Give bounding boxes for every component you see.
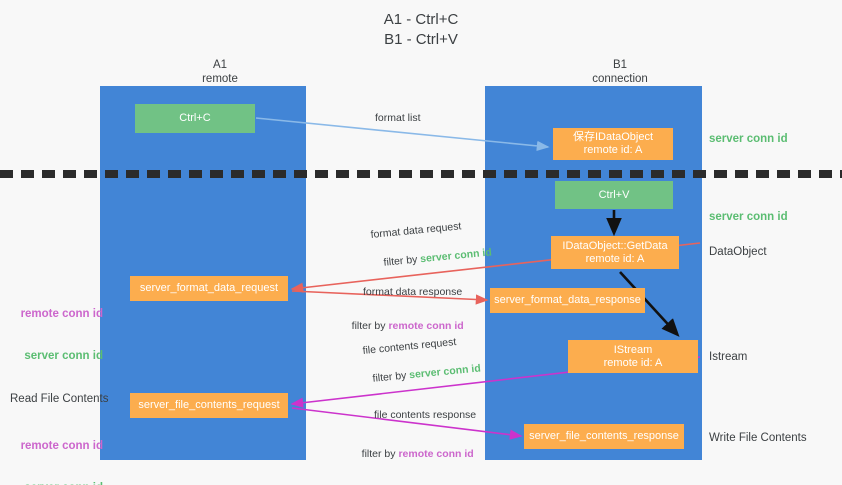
box-idataobject-getdata[interactable]: IDataObject::GetData remote id: A (551, 236, 679, 269)
box-istream-line2: remote id: A (603, 356, 663, 369)
box-server-format-data-request-label: server_format_data_request (139, 282, 279, 294)
column-header-a1: A1 remote (202, 59, 238, 85)
column-header-b1: B1 connection (592, 59, 648, 85)
box-server-file-contents-response[interactable]: server_file_contents_response (524, 424, 684, 449)
label-write-file-contents: Write File Contents (709, 432, 807, 444)
flow-label-format-data-response: format data response (363, 286, 463, 298)
flow-filter-prefix-1: filter by (383, 253, 421, 269)
box-istream[interactable]: IStream remote id: A (568, 340, 698, 373)
box-save-idataobject[interactable]: 保存IDataObject remote id: A (553, 128, 673, 160)
box-getdata-line1: IDataObject::GetData (562, 239, 668, 252)
box-getdata-line2: remote id: A (585, 252, 645, 265)
box-server-file-contents-request-label: server_file_contents_request (138, 399, 280, 411)
label-dataobject: DataObject (709, 246, 767, 258)
label-server-conn-id-top: server conn id (709, 133, 788, 145)
box-ctrl-c[interactable]: Ctrl+C (135, 104, 255, 133)
page-title: A1 - Ctrl+C B1 - Ctrl+V (383, 11, 459, 48)
flow-filter-prefix-3: filter by (372, 369, 410, 385)
label-remote-conn-id-bottom: remote conn id (20, 440, 103, 452)
flow-filter-format-data-response: filter by remote conn id (340, 305, 464, 347)
box-server-file-contents-request[interactable]: server_file_contents_request (130, 393, 288, 418)
label-istream: Istream (709, 351, 748, 363)
label-remote-conn-id-top: remote conn id (20, 308, 103, 320)
box-server-format-data-response-label: server_format_data_response (494, 294, 641, 306)
box-save-idataobject-line1: 保存IDataObject (572, 131, 654, 143)
flow-filter-prefix-4: filter by (361, 448, 399, 460)
box-ctrl-c-label: Ctrl+C (179, 112, 211, 124)
box-server-format-data-response[interactable]: server_format_data_response (490, 288, 645, 313)
label-read-file-contents: Read File Contents (10, 393, 109, 405)
box-server-file-contents-response-label: server_file_contents_response (529, 430, 679, 442)
box-ctrl-v-label: Ctrl+V (598, 188, 630, 201)
box-save-idataobject-line2: remote id: A (583, 144, 643, 156)
flow-filter-key-1: server conn id (419, 246, 493, 266)
flow-filter-file-contents-response: filter by remote conn id (350, 433, 474, 475)
phase-divider (0, 170, 842, 178)
box-server-format-data-request[interactable]: server_format_data_request (130, 276, 288, 301)
label-conn-id-group-bottom: remote conn id server conn id (10, 411, 103, 485)
flow-filter-key-3: server conn id (408, 362, 482, 382)
flow-filter-key-2: remote conn id (388, 320, 464, 332)
flow-label-file-contents-response: file contents response (374, 409, 477, 421)
box-ctrl-v[interactable]: Ctrl+V (555, 181, 673, 209)
flow-label-format-list: format list (375, 112, 421, 124)
label-server-conn-id-left-top: server conn id (24, 350, 103, 362)
label-server-conn-id-mid: server conn id (709, 211, 788, 223)
box-istream-line1: IStream (613, 343, 653, 356)
label-conn-id-group-top: remote conn id server conn id (10, 279, 103, 391)
label-server-conn-id-left-bottom: server conn id (10, 481, 103, 485)
flow-filter-key-4: remote conn id (398, 448, 474, 460)
flow-filter-prefix-2: filter by (351, 320, 389, 332)
